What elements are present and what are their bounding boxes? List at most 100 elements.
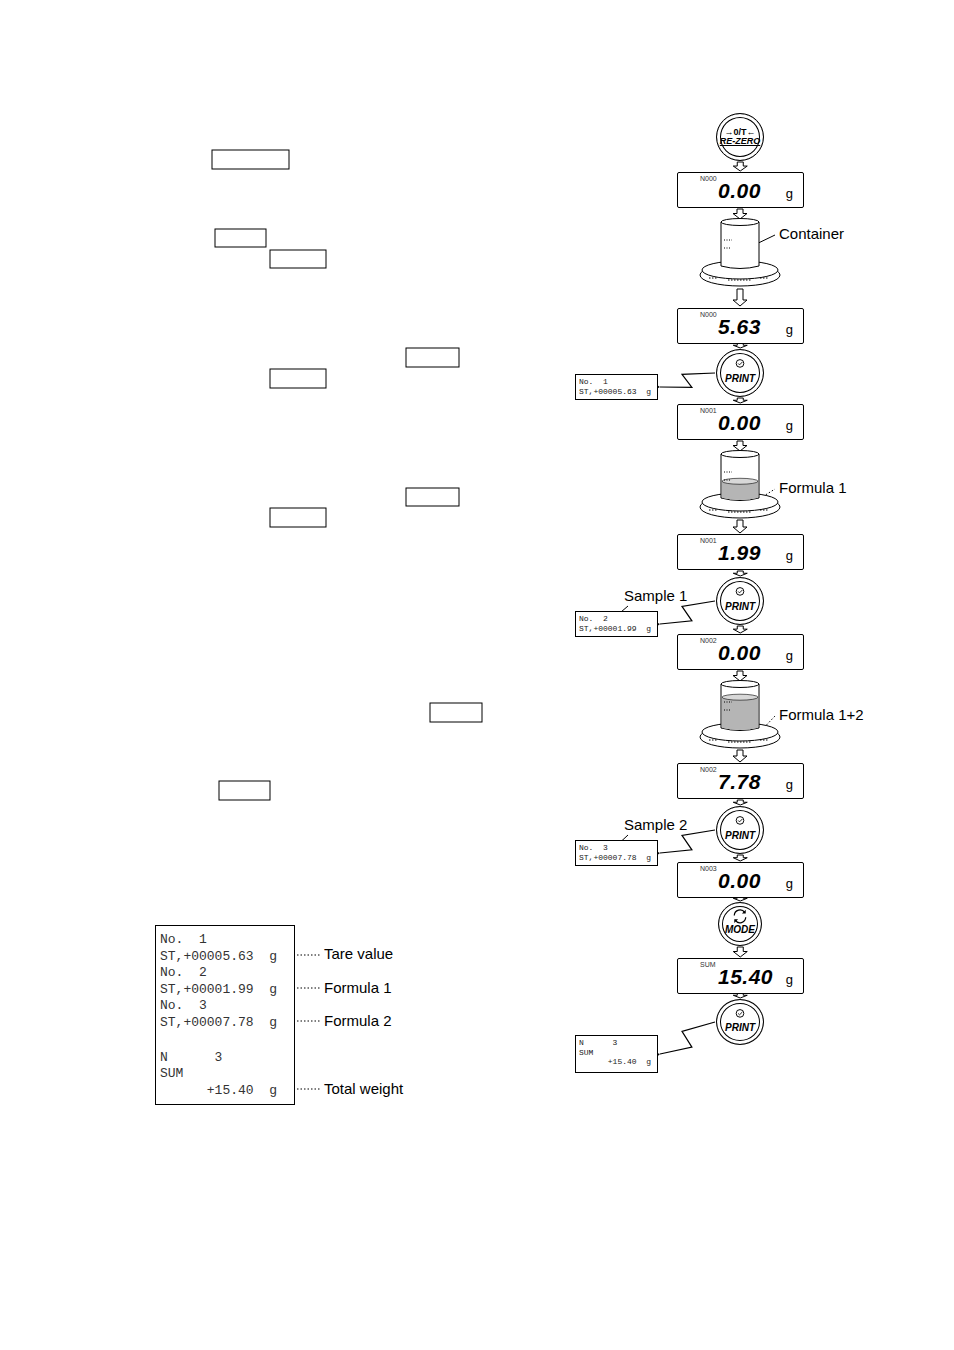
callout-label: Formula 1 <box>323 979 393 996</box>
callout-label: Total weight <box>323 1080 404 1097</box>
printout: No. 1ST,+00005.63 g <box>575 374 658 400</box>
display-value: 0.00 <box>718 179 761 203</box>
callout-label: Sample 1 <box>623 587 688 604</box>
down-arrow <box>733 750 747 762</box>
callout-label: Formula 1+2 <box>778 706 865 723</box>
flow-arrow <box>733 398 747 403</box>
printout-line: No. 3 <box>579 843 654 853</box>
display-unit: g <box>786 648 793 663</box>
printout-line: No. 2 <box>579 614 654 624</box>
printout-line: No. 2 <box>160 965 290 982</box>
key-button: →0/T←RE-ZERO <box>716 113 764 161</box>
callout-label: Sample 2 <box>623 816 688 833</box>
key-button: PRINT <box>716 349 764 397</box>
display-status: N001 <box>700 537 717 544</box>
bolt-line <box>660 601 715 624</box>
key-label: PRINT <box>725 602 755 613</box>
key-label: PRINT <box>725 374 755 385</box>
display-status: SUM <box>700 961 716 968</box>
transmit-bolt <box>654 601 715 628</box>
display-status: N003 <box>700 865 717 872</box>
down-arrow <box>733 671 747 681</box>
down-arrow <box>733 289 747 306</box>
balance-display: N0010.00 g <box>677 404 804 440</box>
balance-display: N0005.63 g <box>677 308 804 344</box>
bolt-line <box>660 830 715 853</box>
callout-label: Formula 1 <box>778 479 848 496</box>
key-button: PRINT <box>716 806 764 854</box>
transmit-bolt <box>654 373 715 391</box>
flow-arrow <box>733 947 747 957</box>
display-status: N001 <box>700 407 717 414</box>
balance-display: N0027.78 g <box>677 763 804 799</box>
display-unit: g <box>786 418 793 433</box>
printout-line: +15.40 g <box>579 1057 654 1067</box>
printout: No. 2ST,+00001.99 g <box>575 611 658 637</box>
printout-line: No. 3 <box>160 998 290 1015</box>
display-status: N000 <box>700 175 717 182</box>
balance-pan <box>700 681 780 749</box>
display-unit: g <box>786 876 793 891</box>
printout-line: N 3 <box>579 1038 654 1048</box>
printout-line: ST,+00001.99 g <box>579 624 654 634</box>
key-button: PRINT <box>716 577 764 625</box>
display-value: 5.63 <box>718 315 761 339</box>
display-status: N000 <box>700 311 717 318</box>
flow-arrow <box>733 800 747 805</box>
printout-line: ST,+00005.63 g <box>160 949 290 966</box>
down-arrow <box>733 441 747 451</box>
transmit-bolt <box>654 830 715 857</box>
printout: No. 3ST,+00007.78 g <box>575 840 658 866</box>
printout-line: N 3 <box>160 1050 290 1067</box>
key-label: →0/T← <box>724 128 755 137</box>
key-label: PRINT <box>725 831 755 842</box>
printout: N 3SUM +15.40 g <box>575 1035 658 1073</box>
display-value: 7.78 <box>718 770 761 794</box>
printout: No. 1ST,+00005.63 gNo. 2ST,+00001.99 gNo… <box>155 925 295 1105</box>
scale-illustrations <box>700 209 780 762</box>
display-unit: g <box>786 777 793 792</box>
bolt-line <box>660 1022 715 1054</box>
flow-arrow <box>733 626 747 633</box>
key-outlines <box>212 150 482 800</box>
display-unit: g <box>786 548 793 563</box>
balance-display: SUM15.40 g <box>677 958 804 994</box>
key-label: RE-ZERO <box>720 137 761 146</box>
balance-display: N0020.00g <box>677 634 804 670</box>
printout-line: SUM <box>579 1048 654 1058</box>
bolt-line <box>660 373 715 387</box>
balance-pan <box>700 219 780 287</box>
printout-line: ST,+00005.63 g <box>579 387 654 397</box>
printout-line: SUM <box>160 1066 290 1083</box>
printout-line: No. 1 <box>579 377 654 387</box>
display-value: 0.00 <box>718 869 761 893</box>
down-arrow <box>733 209 747 219</box>
flow-arrow <box>733 855 747 861</box>
callout-label: Formula 2 <box>323 1012 393 1029</box>
transmit-bolt <box>653 1022 715 1059</box>
printout-line: No. 1 <box>160 932 290 949</box>
down-arrow <box>733 520 747 533</box>
display-value: 0.00 <box>718 411 761 435</box>
display-unit: g <box>786 186 793 201</box>
flow-arrow <box>733 162 747 171</box>
printout-line: +15.40 g <box>160 1083 290 1100</box>
printout-line: ST,+00007.78 g <box>579 853 654 863</box>
display-status: N002 <box>700 766 717 773</box>
callout-label: Tare value <box>323 945 394 962</box>
balance-display: N0000.00 g <box>677 172 804 208</box>
balance-pan <box>700 451 780 519</box>
balance-display: N0011.99 g <box>677 534 804 570</box>
key-label: PRINT <box>725 1023 755 1034</box>
display-value: 15.40 <box>718 965 773 989</box>
display-value: 0.00 <box>718 641 761 665</box>
key-button: MODE <box>718 902 762 946</box>
balance-display: N0030.00 g <box>677 862 804 898</box>
display-unit: g <box>786 322 793 337</box>
display-unit: g <box>786 972 793 987</box>
display-value: 1.99 <box>718 541 761 565</box>
callout-label: Container <box>778 225 845 242</box>
